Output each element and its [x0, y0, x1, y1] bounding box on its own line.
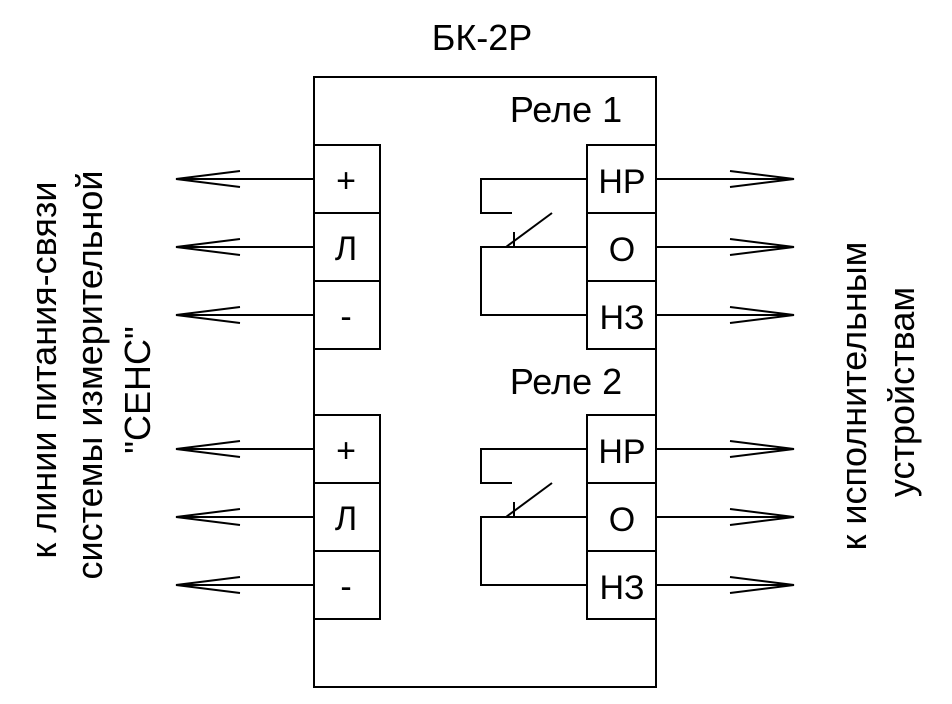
terminal-line-bottom-label: Л	[335, 500, 357, 538]
left-side-label: к линии питания-связи системы измеритель…	[23, 170, 158, 579]
relay-2-switch	[480, 448, 587, 586]
terminal-line-top-label: Л	[335, 230, 357, 268]
arrow-left-plus-bottom	[175, 440, 314, 458]
device-title: БК-2Р	[432, 17, 533, 58]
arrow-right-relay-2-nc	[656, 576, 795, 594]
terminal-plus-bottom-label: +	[336, 432, 356, 470]
arrow-right-relay-2-no	[656, 440, 795, 458]
relay-1-common-label: О	[609, 231, 635, 269]
left-label-line-3: "СЕНС"	[117, 326, 158, 454]
terminal-plus-top-label: +	[336, 162, 356, 200]
right-side-label: к исполнительным устройствам	[833, 242, 922, 551]
relay-2-contact-block: НР О НЗ	[586, 414, 657, 620]
relay-1-no-label: НР	[598, 163, 645, 201]
right-label-line-1: к исполнительным	[833, 242, 874, 551]
right-label-line-2: устройствам	[881, 287, 922, 497]
right-arrows	[656, 170, 795, 594]
arrow-left-minus-bottom	[175, 576, 314, 594]
power-terminal-block-top: + Л -	[313, 144, 381, 350]
arrow-left-line-top	[175, 238, 314, 256]
relay-2-no-label: НР	[598, 433, 645, 471]
left-arrows	[175, 170, 314, 594]
arrow-left-line-bottom	[175, 508, 314, 526]
left-label-line-1: к линии питания-связи	[23, 182, 64, 559]
relay-1-nc-label: НЗ	[599, 299, 644, 337]
device-enclosure	[313, 76, 657, 688]
relay-2-nc-label: НЗ	[599, 569, 644, 607]
arrow-left-plus-top	[175, 170, 314, 188]
power-terminal-block-bottom: + Л -	[313, 414, 381, 620]
arrow-right-relay-1-nc	[656, 306, 795, 324]
relay-2-common-label: О	[609, 501, 635, 539]
arrow-right-relay-1-no	[656, 170, 795, 188]
relay-1-contact-block: НР О НЗ	[586, 144, 657, 350]
relay-1-switch	[480, 178, 587, 316]
left-label-line-2: системы измерительной	[69, 170, 110, 579]
terminal-minus-top-label: -	[340, 298, 351, 336]
terminal-minus-bottom-label: -	[340, 568, 351, 606]
arrow-left-minus-top	[175, 306, 314, 324]
relay-1-label: Реле 1	[510, 89, 622, 130]
arrow-right-relay-2-common	[656, 508, 795, 526]
arrow-right-relay-1-common	[656, 238, 795, 256]
relay-2-label: Реле 2	[510, 361, 622, 402]
